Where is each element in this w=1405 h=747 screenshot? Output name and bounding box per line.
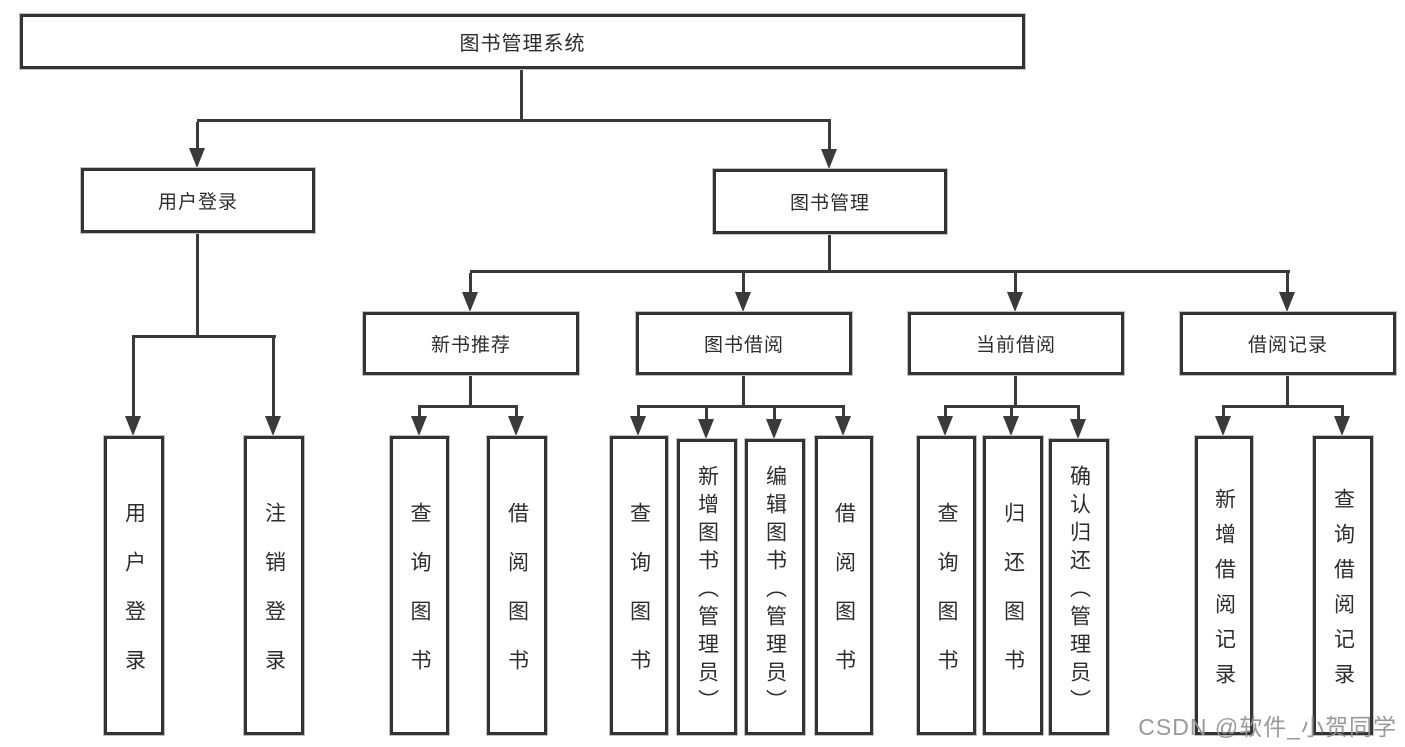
node-label: 注销登录	[262, 501, 286, 698]
node-label: 编辑图书（管理员）	[763, 464, 787, 717]
connector-line	[637, 405, 640, 418]
leaf-edit-books-admin: 编辑图书（管理员）	[745, 439, 805, 735]
arrowhead-down-icon	[1070, 419, 1086, 439]
connector-line	[944, 405, 947, 418]
csdn-watermark: CSDN @软件_小贺同学	[1138, 714, 1397, 740]
leaf-user-login: 用户登录	[104, 436, 164, 735]
connector-line	[418, 405, 518, 408]
arrowhead-down-icon	[1279, 292, 1295, 312]
connector-line	[1286, 375, 1289, 405]
node-label: 查询图书	[627, 501, 651, 698]
node-new-book-recommend: 新书推荐	[363, 312, 579, 375]
leaf-borrow-books-1: 借阅图书	[487, 436, 547, 735]
connector-line	[196, 122, 199, 152]
arrowhead-down-icon	[1007, 292, 1023, 312]
node-label: 归还图书	[1001, 501, 1025, 698]
connector-line	[520, 69, 523, 122]
arrowhead-down-icon	[937, 416, 953, 436]
leaf-query-books-3: 查询图书	[917, 436, 976, 735]
node-current-borrow: 当前借阅	[908, 312, 1124, 375]
connector-line	[1286, 273, 1289, 294]
node-label: 图书管理	[789, 193, 870, 214]
arrowhead-down-icon	[1215, 416, 1231, 436]
connector-line	[469, 375, 472, 405]
connector-line	[470, 270, 1290, 273]
arrowhead-down-icon	[821, 149, 837, 169]
arrowhead-down-icon	[698, 419, 714, 439]
arrowhead-down-icon	[766, 419, 782, 439]
connector-line	[705, 405, 708, 421]
connector-line	[469, 273, 472, 294]
connector-line	[1014, 375, 1017, 405]
leaf-query-borrow-record: 查询借阅记录	[1313, 436, 1373, 735]
connector-line	[1014, 273, 1017, 294]
node-label: 新书推荐	[430, 335, 511, 356]
connector-line	[742, 375, 745, 405]
leaf-query-books-1: 查询图书	[390, 436, 449, 735]
node-label: 当前借阅	[975, 335, 1056, 356]
connector-line	[828, 235, 831, 273]
connector-line	[828, 122, 831, 153]
connector-line	[1223, 405, 1344, 408]
node-book-management: 图书管理	[713, 169, 947, 234]
node-borrow-records: 借阅记录	[1180, 312, 1396, 375]
node-label: 确认归还（管理员）	[1067, 464, 1091, 717]
arrowhead-down-icon	[630, 416, 646, 436]
arrowhead-down-icon	[508, 416, 524, 436]
node-label: 用户登录	[122, 501, 146, 698]
leaf-return-books: 归还图书	[983, 436, 1043, 735]
leaf-add-books-admin: 新增图书（管理员）	[677, 439, 737, 735]
arrowhead-down-icon	[735, 292, 751, 312]
node-label: 用户登录	[157, 192, 238, 213]
node-label: 查询图书	[408, 501, 431, 698]
connector-line	[742, 273, 745, 294]
node-label: 查询借阅记录	[1331, 487, 1355, 698]
arrowhead-down-icon	[125, 416, 141, 436]
connector-line	[638, 405, 845, 408]
node-label: 新增图书（管理员）	[695, 464, 719, 717]
node-label: 新增借阅记录	[1212, 487, 1236, 698]
leaf-borrow-books-2: 借阅图书	[815, 436, 873, 735]
node-library-system: 图书管理系统	[20, 14, 1025, 69]
node-label: 图书管理系统	[459, 33, 586, 55]
connector-line	[272, 335, 275, 418]
connector-line	[418, 405, 421, 418]
connector-line	[1077, 405, 1080, 421]
node-label: 借阅图书	[505, 501, 529, 698]
leaf-confirm-return-admin: 确认归还（管理员）	[1049, 439, 1109, 735]
connector-line	[773, 405, 776, 421]
arrowhead-down-icon	[411, 416, 427, 436]
connector-line	[133, 335, 276, 338]
node-label: 借阅记录	[1247, 335, 1328, 356]
connector-line	[945, 405, 1080, 408]
connector-line	[1222, 405, 1225, 418]
connector-line	[1341, 405, 1344, 418]
connector-line	[197, 119, 831, 122]
arrowhead-down-icon	[1003, 416, 1019, 436]
node-book-borrow: 图书借阅	[636, 312, 852, 375]
connector-line	[132, 335, 135, 418]
connector-line	[1010, 405, 1013, 418]
node-label: 借阅图书	[832, 501, 856, 698]
arrowhead-down-icon	[835, 416, 851, 436]
leaf-logout: 注销登录	[244, 436, 304, 735]
connector-line	[196, 233, 199, 335]
leaf-query-books-2: 查询图书	[610, 436, 668, 735]
connector-line	[515, 405, 518, 418]
arrowhead-down-icon	[462, 292, 478, 312]
node-label: 查询图书	[935, 501, 958, 698]
connector-line	[842, 405, 845, 418]
arrowhead-down-icon	[1334, 416, 1350, 436]
node-user-login: 用户登录	[81, 168, 315, 233]
arrowhead-down-icon	[265, 416, 281, 436]
node-label: 图书借阅	[703, 335, 784, 356]
arrowhead-down-icon	[189, 148, 205, 168]
leaf-add-borrow-record: 新增借阅记录	[1195, 436, 1253, 735]
